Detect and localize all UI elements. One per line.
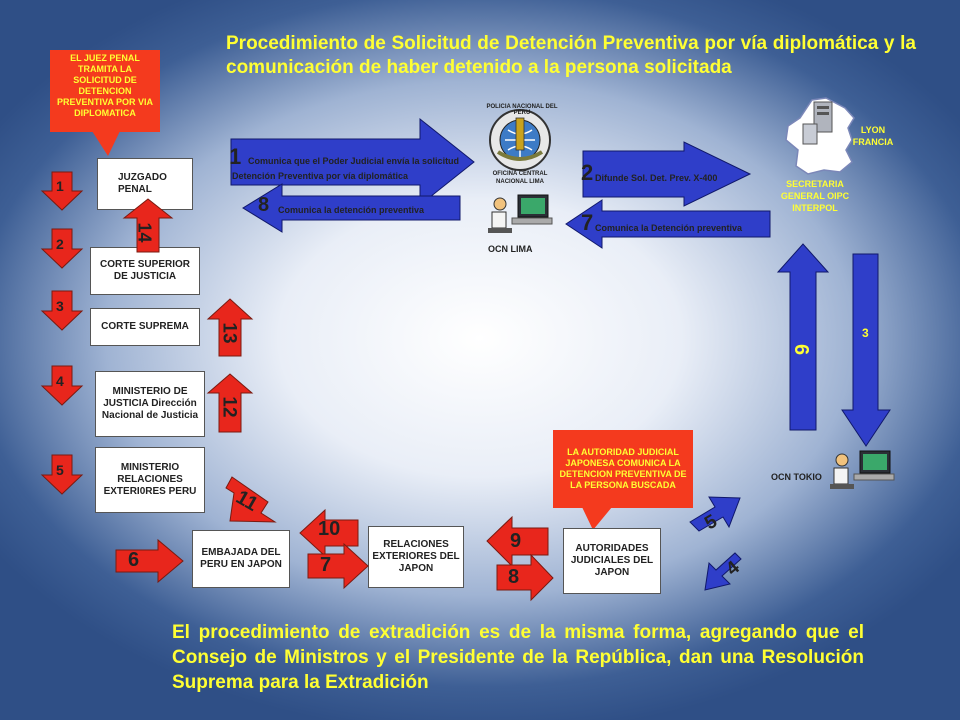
down-arrow-4 <box>40 365 84 406</box>
box-ministerio-justicia-label: MINISTERIO DE JUSTICIA Dirección Naciona… <box>101 386 199 421</box>
vert-arrow-3-label: 3 <box>862 326 869 340</box>
box-relaciones-japon[interactable]: RELACIONES EXTERIORES DEL JAPON <box>368 526 464 588</box>
arrow-8-number: 8 <box>258 194 270 216</box>
box-autoridades-japon[interactable]: AUTORIDADES JUDICIALES DEL JAPON <box>563 528 661 594</box>
vert-arrow-6-up <box>776 243 830 431</box>
top-arrow-7 <box>565 199 771 249</box>
up-arrow-14 <box>122 198 174 253</box>
diag-arrow-5 <box>689 496 741 532</box>
server-icon <box>802 101 833 145</box>
down-arrow-1 <box>40 171 84 211</box>
box-corte-superior-label: CORTE SUPERIOR DE JUSTICIA <box>99 259 190 282</box>
step-label-4: 4 <box>56 373 64 389</box>
right-arrow-7 <box>307 542 369 590</box>
vert-arrow-3-down <box>841 253 891 447</box>
vert-arrow-6-label: 6 <box>790 343 813 356</box>
ocn-lima-label: OCN LIMA <box>488 244 533 254</box>
japan-callout-tail <box>582 507 612 530</box>
down-arrow-3 <box>40 290 84 331</box>
box-corte-suprema[interactable]: CORTE SUPREMA <box>90 308 200 346</box>
step-label-3: 3 <box>56 298 64 314</box>
page-title: Procedimiento de Solicitud de Detención … <box>226 33 916 78</box>
box-corte-suprema-label: CORTE SUPREMA <box>101 321 189 332</box>
box-ministerio-justicia[interactable]: MINISTERIO DE JUSTICIA Dirección Naciona… <box>95 371 205 437</box>
box-embajada-label: EMBAJADA DEL PERU EN JAPON <box>200 547 282 570</box>
arrow-7-number: 7 <box>581 210 594 235</box>
up-arrow-13 <box>206 298 254 357</box>
diag-arrow-4 <box>704 552 742 591</box>
step-label-7: 7 <box>320 554 332 576</box>
ocn-tokio-operator-icon <box>830 450 895 489</box>
box-relaciones-japon-label: RELACIONES EXTERIORES DEL JAPON <box>372 539 460 574</box>
down-arrow-5 <box>40 454 84 495</box>
box-autoridades-japon-label: AUTORIDADES JUDICIALES DEL JAPON <box>570 543 654 578</box>
left-arrow-9 <box>486 515 549 568</box>
arrow-7-text: Comunica la Detención preventiva <box>595 223 743 233</box>
interpol-emblem-icon <box>489 109 551 171</box>
right-arrow-8 <box>496 553 554 602</box>
arrow-2-number: 2 <box>581 160 594 185</box>
box-ministerio-relaciones-label: MINISTERIO RELACIONES EXTERI0RES PERU <box>103 462 197 497</box>
step-label-1: 1 <box>56 178 64 194</box>
step-label-8: 8 <box>508 566 520 588</box>
step-label-12: 12 <box>218 396 240 418</box>
ocn-tokio-label: OCN TOKIO <box>771 472 822 482</box>
box-embajada[interactable]: EMBAJADA DEL PERU EN JAPON <box>192 530 290 588</box>
box-corte-superior[interactable]: CORTE SUPERIOR DE JUSTICIA <box>90 247 200 295</box>
france-map-icon <box>785 97 855 175</box>
arrow-1-text-line2: Detención Preventiva por vía diplomática <box>232 171 409 181</box>
emblem-sub-text: OFICINA CENTRAL NACIONAL LIMA <box>492 171 548 185</box>
arrow-1-number: 1 <box>229 144 242 169</box>
judge-callout-text: EL JUEZ PENAL TRAMITA LA SOLICITUD DE DE… <box>56 53 154 118</box>
japan-callout-text: LA AUTORIDAD JUDICIAL JAPONESA COMUNICA … <box>559 447 687 490</box>
judge-callout: EL JUEZ PENAL TRAMITA LA SOLICITUD DE DE… <box>50 50 160 132</box>
arrow-1-text-line1: Comunica que el Poder Judicial envía la … <box>248 156 460 166</box>
step-label-13: 13 <box>218 322 240 344</box>
top-arrow-8 <box>242 183 461 233</box>
up-arrow-12 <box>206 373 254 433</box>
japan-callout: LA AUTORIDAD JUDICIAL JAPONESA COMUNICA … <box>553 430 693 508</box>
top-arrow-1 <box>230 117 475 207</box>
arrow-8-text: Comunica la detención preventiva <box>278 205 425 215</box>
step-label-5: 5 <box>56 462 64 478</box>
footer-note: El procedimiento de extradición es de la… <box>172 622 864 693</box>
ocn-lima-operator-icon <box>488 194 553 233</box>
arrow-2-text: Difunde Sol. Det. Prev. X-400 <box>595 173 718 183</box>
right-arrow-6 <box>115 538 184 584</box>
lyon-label: LYON FRANCIA <box>852 125 894 147</box>
down-arrow-2 <box>40 228 84 269</box>
emblem-arc-text: POLICIA NACIONAL DEL PERU <box>486 104 558 116</box>
up-arrow-11 <box>225 476 277 523</box>
secretaria-label: SECRETARIA GENERAL OIPC INTERPOL <box>780 179 850 213</box>
judge-callout-tail <box>92 131 120 156</box>
step-label-2: 2 <box>56 236 64 252</box>
box-juzgado-label: JUZGADO PENAL <box>118 172 167 195</box>
step-label-14: 14 <box>134 222 155 243</box>
step-label-10: 10 <box>318 518 341 540</box>
step-label-6: 6 <box>128 549 140 571</box>
top-arrow-2 <box>582 141 752 207</box>
step-label-9: 9 <box>510 530 522 552</box>
box-ministerio-relaciones[interactable]: MINISTERIO RELACIONES EXTERI0RES PERU <box>95 447 205 513</box>
